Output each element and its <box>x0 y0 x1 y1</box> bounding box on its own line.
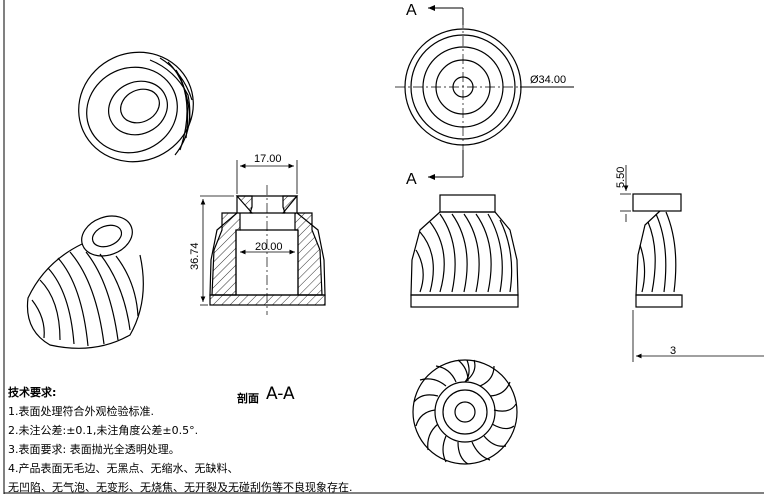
technical-notes: 技术要求: 1.表面处理符合外观检验标准. 2.未注公差:±0.1,未注角度公差… <box>8 383 428 497</box>
dim-inner-width: 20.00 <box>255 241 283 253</box>
dim-top-width: 17.00 <box>254 153 282 165</box>
dim-height: 36.74 <box>189 242 201 270</box>
front-view <box>410 194 519 308</box>
section-label-letters: A-A <box>266 384 295 404</box>
section-label-prefix: 剖面 <box>237 392 259 405</box>
iso-view-bottom <box>26 215 144 349</box>
dim-right-partial: 3 <box>670 345 676 357</box>
section-marker-bottom: A <box>406 171 417 188</box>
side-dimensions <box>620 165 764 362</box>
note-item-1: 1.表面处理符合外观检验标准. <box>8 405 154 418</box>
notes-title: 技术要求: <box>8 386 57 399</box>
note-item-2: 2.未注公差:±0.1,未注角度公差±0.5°. <box>8 424 199 437</box>
section-cut-line <box>428 5 574 180</box>
note-item-5: 无凹陷、无气泡、无变形、无烧焦、无开裂及无碰刮伤等不良现象存在. <box>8 481 353 494</box>
bottom-view <box>412 359 518 465</box>
side-view-partial <box>632 193 683 308</box>
dim-diameter: Ø34.00 <box>530 74 566 86</box>
section-marker-top: A <box>406 2 417 19</box>
iso-view-top <box>78 51 194 163</box>
note-item-4: 4.产品表面无毛边、无黑点、无缩水、无缺料、 <box>8 462 239 475</box>
section-dimensions <box>200 160 298 306</box>
dim-step: 5.50 <box>615 167 627 188</box>
top-view <box>395 18 531 158</box>
note-item-3: 3.表面要求: 表面抛光全透明处理。 <box>8 443 180 456</box>
section-view <box>209 185 326 315</box>
